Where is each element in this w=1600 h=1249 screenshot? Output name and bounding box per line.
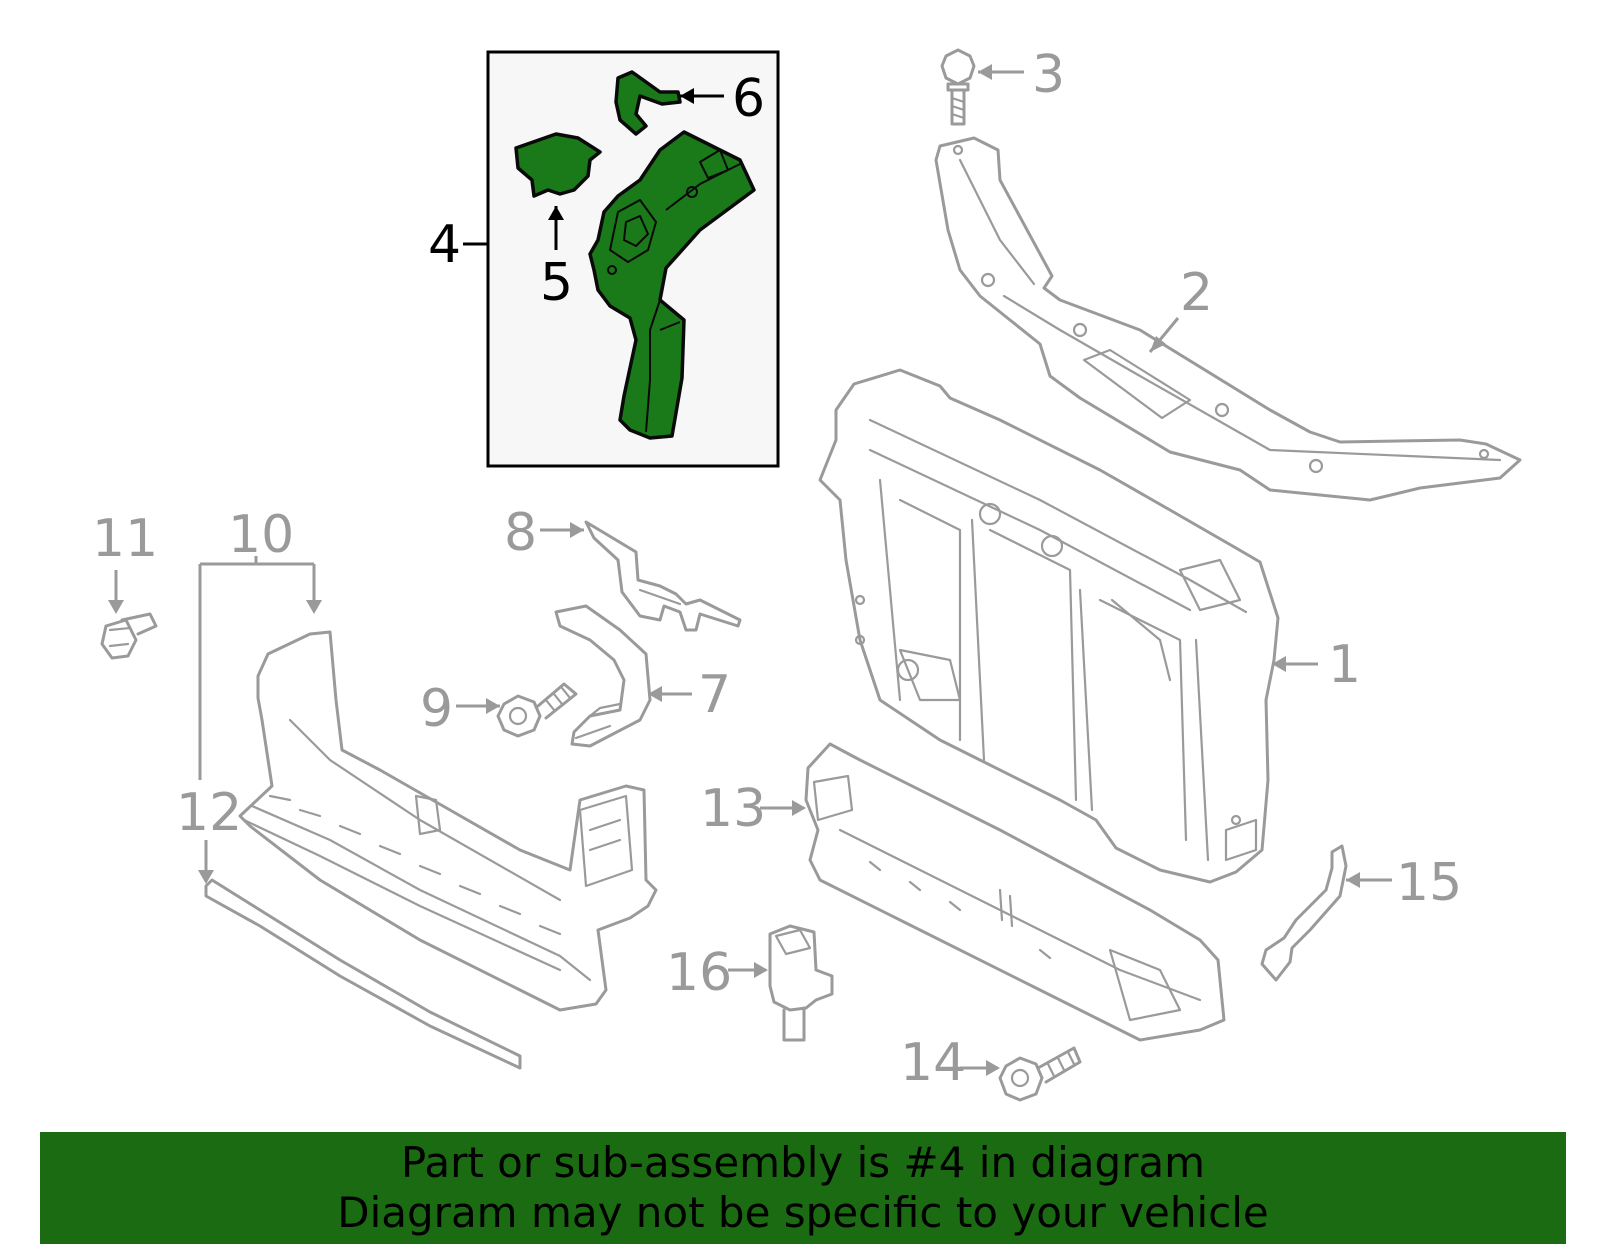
arrow-8 — [570, 522, 584, 538]
part-13-lower-deflector[interactable] — [804, 742, 1226, 1042]
arrow-15 — [1346, 872, 1360, 888]
callout-6[interactable]: 6 — [732, 69, 765, 129]
banner-line-2: Diagram may not be specific to your vehi… — [337, 1188, 1269, 1237]
part-5-plate[interactable] — [514, 132, 602, 198]
callout-15[interactable]: 15 — [1396, 853, 1462, 913]
callout-13[interactable]: 13 — [700, 779, 766, 839]
part-14-bolt[interactable] — [998, 1046, 1082, 1102]
arrow-7 — [648, 686, 662, 702]
callout-10[interactable]: 10 — [228, 505, 294, 565]
part-7-bracket[interactable] — [554, 604, 652, 748]
arrow-16 — [754, 962, 768, 978]
callout-7[interactable]: 7 — [698, 665, 731, 725]
callout-4[interactable]: 4 — [428, 215, 461, 275]
arrow-1 — [1272, 656, 1286, 672]
callout-14[interactable]: 14 — [900, 1033, 966, 1093]
part-1-radiator-support[interactable] — [818, 368, 1280, 884]
arrow-9 — [486, 698, 500, 714]
arrow-6 — [680, 88, 694, 104]
callout-3[interactable]: 3 — [1032, 45, 1065, 105]
callout-8[interactable]: 8 — [504, 503, 537, 563]
callout-12[interactable]: 12 — [176, 783, 242, 843]
part-3-bolt[interactable] — [940, 48, 976, 126]
callout-16[interactable]: 16 — [666, 943, 732, 1003]
banner-line-1: Part or sub-assembly is #4 in diagram — [400, 1138, 1206, 1187]
callout-1[interactable]: 1 — [1328, 635, 1361, 695]
part-10-air-deflector[interactable] — [238, 630, 658, 1012]
callout-11[interactable]: 11 — [92, 509, 158, 569]
arrow-5 — [548, 206, 564, 220]
part-9-bolt[interactable] — [496, 682, 578, 738]
part-15-sensor-bracket[interactable] — [1260, 844, 1348, 982]
arrow-11 — [108, 600, 124, 614]
arrow-3 — [978, 64, 992, 80]
part-8-bracket[interactable] — [584, 520, 742, 632]
arrow-2 — [1150, 336, 1166, 352]
arrow-14 — [986, 1060, 1000, 1076]
part-6-bracket[interactable] — [614, 70, 682, 136]
arrow-10 — [306, 600, 322, 614]
callout-2[interactable]: 2 — [1180, 263, 1213, 323]
arrow-13 — [792, 800, 806, 816]
callout-5[interactable]: 5 — [540, 253, 573, 313]
part-11-clip[interactable] — [100, 612, 158, 660]
arrow-12 — [198, 870, 214, 884]
callout-9[interactable]: 9 — [420, 679, 453, 739]
part-12-seal-strip[interactable] — [204, 878, 522, 1070]
leader-10 — [198, 556, 316, 780]
part-2-upper-rail[interactable] — [934, 136, 1522, 502]
info-banner: Part or sub-assembly is #4 in diagram Di… — [40, 1132, 1566, 1244]
part-4-panel[interactable] — [588, 130, 756, 440]
part-16-sensor[interactable] — [768, 924, 834, 1042]
